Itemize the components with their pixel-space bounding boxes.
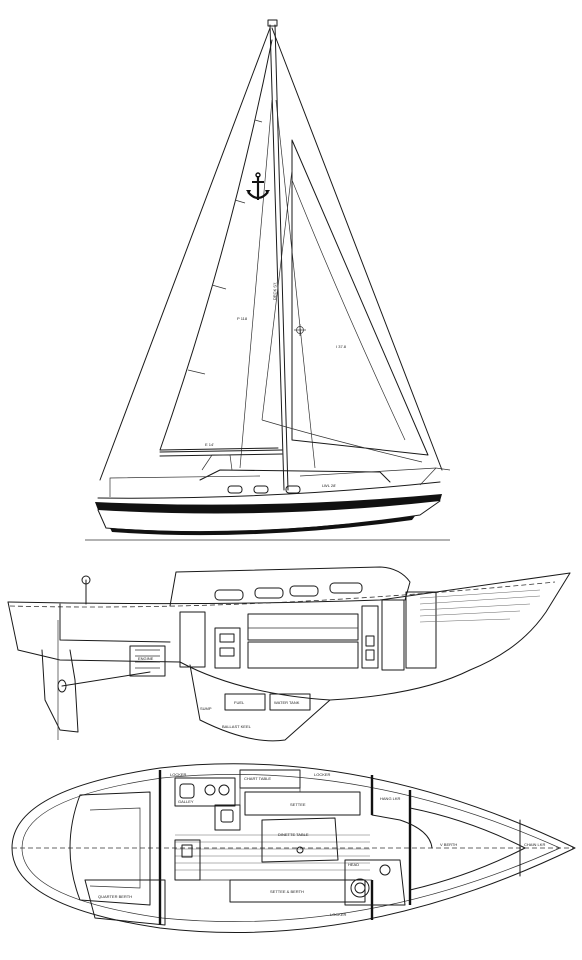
boot-stripe: [95, 494, 442, 514]
ballast-keel: [189, 664, 331, 742]
anchor-logo-icon: [246, 172, 270, 200]
galley-label: GALLEY: [178, 799, 194, 804]
boom-label: E 14': [205, 442, 214, 447]
hang-locker-label: HANG LKR: [380, 796, 401, 801]
settee-berth-label: SETTEE & BERTH: [270, 889, 304, 894]
accommodation-plan-view: GALLEY CHART TABLE LOCKER LOCKER DINETTE…: [11, 763, 576, 933]
sail-plan-view: P 118 I 37.8 LWL 28' E 14' DECK ST.: [85, 19, 451, 541]
forestay: [271, 27, 443, 471]
fuel-label: FUEL: [234, 700, 245, 705]
engine: [129, 645, 166, 677]
dinette-table-label: DINETTE TABLE: [278, 832, 309, 837]
quarter-berth-label: QUARTER BERTH: [98, 894, 132, 899]
settee-label: SETTEE: [290, 802, 306, 807]
mainsail: [159, 39, 279, 451]
headsail: [291, 139, 429, 456]
water-tank-label: WATER TANK: [274, 700, 300, 705]
backstay: [99, 27, 271, 481]
locker-fwd-label: LOCKER: [314, 772, 331, 777]
cabin-sole-planking: [175, 834, 370, 871]
head-label: HEAD: [348, 862, 359, 867]
hull-profile: [7, 601, 471, 701]
mast-note: DECK ST.: [272, 282, 278, 300]
chart-table-label: CHART TABLE: [244, 776, 271, 781]
locker-aft-label: LOCKER: [170, 772, 187, 777]
v-berth: [409, 807, 526, 891]
mainsail-label: P 118: [237, 316, 248, 321]
locker-bottom-label: LOCKER: [330, 912, 347, 917]
ballast-label: BALLAST KEEL: [222, 724, 252, 729]
sump-label: SUMP: [200, 706, 212, 711]
lwl-label: LWL 28': [322, 483, 336, 488]
chain-locker-label: CHAIN LKR: [524, 842, 545, 847]
boom: [159, 449, 283, 453]
headsail-label: I 37.8: [336, 344, 347, 349]
rudder: [41, 649, 79, 733]
hull-side-view: [85, 454, 451, 541]
v-berth-label: V BERTH: [440, 842, 457, 847]
cabin-house: [169, 566, 411, 607]
dinette-table: [261, 817, 339, 863]
mast: [269, 24, 285, 491]
inboard-profile-view: ENGINE FUEL WATER TANK SUMP BALLAS: [7, 566, 571, 742]
engine-label: ENGINE: [138, 656, 154, 661]
